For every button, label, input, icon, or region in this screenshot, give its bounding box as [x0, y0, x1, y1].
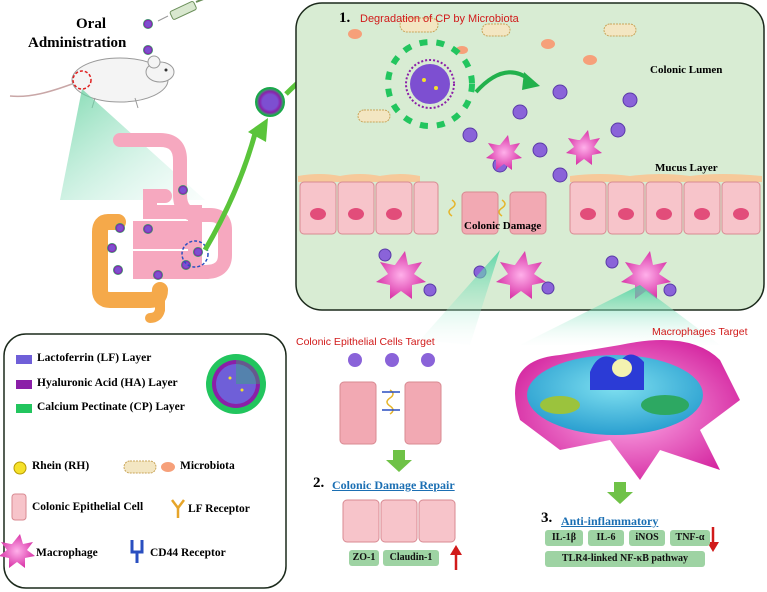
colon-zoom-marker [181, 240, 209, 268]
legend-lf-layer: Lactoferrin (LF) Layer [37, 352, 152, 364]
rhein-icon [13, 461, 27, 475]
nanoparticle-icon [255, 87, 285, 117]
tissue-particles [378, 248, 677, 297]
epithelium-row-left [299, 181, 439, 235]
epithelium-row-damaged [461, 191, 547, 235]
flow-arrow [202, 129, 259, 252]
step2-title: Colonic Damage Repair [332, 478, 455, 492]
marker-il1b: IL-1β [545, 530, 583, 546]
syringe-icon [157, 0, 204, 22]
colonic-damage-label: Colonic Damage [464, 220, 542, 232]
step1-number: 1. [339, 10, 351, 26]
step1-title: Degradation of CP by Microbiota [360, 13, 519, 25]
legend-microbiota: Microbiota [180, 460, 235, 472]
nanoparticle-dot-icon [181, 260, 191, 270]
mucus-layer [298, 174, 420, 182]
marker-inos: iNOS [629, 530, 665, 546]
tight-junctions [448, 199, 506, 217]
colonic-lumen-label: Colonic Lumen [650, 64, 723, 76]
marker-il6: IL-6 [588, 530, 624, 546]
epithelial-target-illustration [339, 353, 442, 445]
lf-layer-swatch [16, 355, 32, 364]
step3-title: Anti-inflammatory [561, 514, 659, 528]
legend-cp-layer: Calcium Pectinate (CP) Layer [37, 401, 185, 413]
legend-rhein: Rhein (RH) [32, 460, 90, 472]
up-arrow-icon [450, 545, 462, 570]
cp-layer-swatch [16, 404, 32, 413]
step3-number: 3. [541, 510, 553, 526]
legend-macrophage: Macrophage [36, 547, 98, 559]
epithelial-target-label: Colonic Epithelial Cells Target [296, 336, 435, 348]
colonic-lumen-panel [295, 2, 765, 311]
step2-number: 2. [313, 475, 325, 491]
cell-nuclei [310, 208, 749, 220]
nanoparticle-dot-icon [178, 185, 188, 195]
degrading-nanoparticle [385, 39, 475, 129]
nanoparticle-dot-icon [115, 223, 125, 233]
microbiota-rod-icon [123, 460, 157, 474]
down-arrow-icon [607, 482, 633, 504]
nanoparticle-dot-icon [143, 224, 153, 234]
ha-layer-swatch [16, 380, 32, 389]
nanoparticle-dot-icon [113, 265, 123, 275]
legend-lf-receptor: LF Receptor [188, 503, 250, 515]
nanoparticle-cross-section-icon [206, 354, 266, 414]
cd44-receptor-icon [130, 540, 144, 563]
mucus-layer-label: Mucus Layer [655, 162, 718, 174]
lf-receptor-icon [171, 499, 185, 518]
macrophage-cell-illustration [515, 340, 740, 480]
zoom-beam [520, 285, 720, 345]
nanoparticle-dot-icon [143, 19, 153, 29]
microbiota-icons [348, 17, 637, 123]
flow-arrow-head [522, 72, 540, 90]
down-arrow-red-icon [707, 527, 719, 552]
epithelium-row-right [569, 181, 761, 235]
nanoparticle-dot-icon [193, 247, 203, 257]
target-site-marker [72, 70, 92, 90]
legend-ha-layer: Hyaluronic Acid (HA) Layer [37, 377, 178, 389]
down-arrow-icon [386, 450, 412, 472]
microbiota-cocci-icon [161, 462, 175, 472]
flow-arrow-head [248, 118, 268, 142]
repaired-epithelium [342, 499, 456, 543]
zoom-beam [420, 250, 500, 345]
epithelial-cell-icon [11, 493, 27, 521]
marker-zo1: ZO-1 [349, 550, 379, 566]
oral-admin-title-line1: Oral [76, 16, 106, 32]
nanoparticle-dot-icon [107, 243, 117, 253]
marker-tnfa: TNF-α [670, 530, 710, 546]
nanoparticle-dot-icon [143, 45, 153, 55]
nanoparticle-dot-icon [153, 270, 163, 280]
mucus-layer [570, 174, 762, 182]
lumen-macrophages [486, 130, 602, 170]
pathway-label: TLR4-linked NF-κB pathway [545, 551, 705, 567]
macrophage-target-label: Macrophages Target [652, 326, 748, 338]
oral-admin-title-line2: Administration [28, 35, 127, 51]
marker-claudin1: Claudin-1 [383, 550, 439, 566]
mouse-icon [9, 55, 175, 109]
legend-epithelial-cell: Colonic Epithelial Cell [32, 501, 144, 513]
macrophage-icon [0, 534, 35, 568]
legend-cd44: CD44 Receptor [150, 547, 226, 559]
tissue-macrophages [376, 251, 671, 299]
